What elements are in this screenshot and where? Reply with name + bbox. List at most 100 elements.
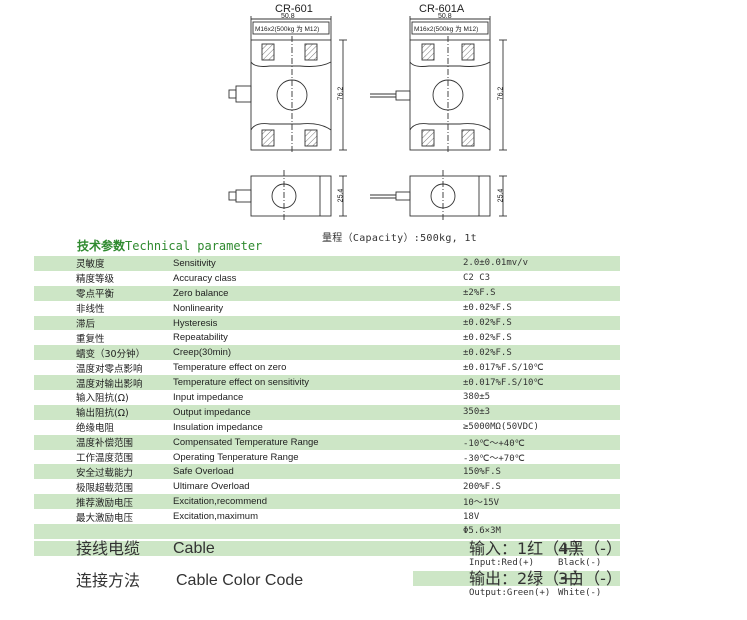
spec-value: 18V <box>463 511 480 522</box>
spec-value: ±0.02%F.S <box>455 315 620 331</box>
cr601-side-view <box>228 170 347 222</box>
spec-value: 380±5 <box>463 392 491 403</box>
spec-label-zh: 输出阻抗(Ω) <box>34 404 172 420</box>
spec-label-en: Creep(30min) <box>172 345 455 361</box>
cable-label-en: Cable <box>173 540 215 557</box>
spec-row: 工作温度范围 Operating Tenperature Range -30℃～+7… <box>34 450 620 465</box>
spec-label-en: Safe Overload <box>172 464 455 480</box>
spec-label-zh: 温度对输出影响 <box>34 375 172 391</box>
spec-value: 200%F.S <box>463 481 501 492</box>
spec-value: ±0.017%F.S/10℃ <box>463 362 544 373</box>
spec-value: ±0.02%F.S <box>463 332 512 343</box>
spec-label-zh: 灵敏度 <box>34 256 172 271</box>
depth-dim-left: 25.4 <box>337 188 345 203</box>
cable-input-zh-neg: 4黑（-） <box>558 539 622 558</box>
thread-spec-right: M16x2(500kg 为 M12) <box>414 26 479 33</box>
spec-value: ±0.017%F.S/10℃ <box>455 375 620 391</box>
spec-value: 350±3 <box>455 404 620 420</box>
spec-value: C2 C3 <box>463 273 491 284</box>
width-dim-right: 50.8 <box>438 13 452 20</box>
spec-label-zh: 蠕变（30分钟） <box>34 345 172 361</box>
spec-label-zh: 安全过载能力 <box>34 464 172 480</box>
spec-label-zh: 输入阻抗(Ω) <box>76 393 129 405</box>
spec-label-zh: 极限超载范围 <box>76 482 134 494</box>
spec-label-en: Hysteresis <box>172 315 455 331</box>
spec-label-en: Temperature effect on zero <box>173 362 287 374</box>
spec-label-en: Repeatability <box>173 332 228 344</box>
spec-label-en: Input impedance <box>173 391 244 403</box>
spec-label-zh: 工作温度范围 <box>76 453 134 465</box>
color-code-label-en: Cable Color Code <box>176 572 304 589</box>
spec-value: ±0.02%F.S <box>463 303 512 314</box>
cr601a-front-view <box>370 16 507 154</box>
spec-label-en: Output impedance <box>172 404 455 420</box>
spec-row: 最大激励电压 Excitation,maximum 18V <box>34 509 620 524</box>
spec-label-zh: 滞后 <box>34 315 172 331</box>
spec-row: 精度等级 Accuracy class C2 C3 <box>34 271 620 286</box>
spec-label-en: Zero balance <box>172 285 455 301</box>
spec-value: 150%F.S <box>455 464 620 480</box>
section-title-zh: 技术参数 <box>77 239 126 253</box>
cable-output-bg <box>413 571 620 586</box>
model-label-cr601: CR-601 <box>275 3 313 15</box>
cable-output-zh: 输出：2绿（+） <box>469 569 589 588</box>
cable-output-en: Output:Green(+) <box>469 588 551 598</box>
spec-label-en: Temperature effect on sensitivity <box>172 375 455 391</box>
spec-label-zh: 最大激励电压 <box>76 512 134 524</box>
spec-value: -10℃～+40℃ <box>455 434 620 450</box>
spec-label-en: Sensitivity <box>172 256 455 271</box>
spec-value: Φ5.6×3M <box>455 524 620 539</box>
spec-row: 温度对零点影响 Temperature effect on zero ±0.017%… <box>34 360 620 375</box>
cr601a-side-view <box>370 170 507 222</box>
spec-row: 输入阻抗(Ω) Input impedance 380±5 <box>34 390 620 405</box>
spec-row: 极限超载范围 Ultimare Overload 200%F.S <box>34 479 620 494</box>
spec-label-zh: 非线性 <box>76 304 105 316</box>
spec-label-zh: 温度对零点影响 <box>76 363 143 375</box>
spec-value: ±0.02%F.S <box>455 345 620 361</box>
spec-label-en: Accuracy class <box>173 272 237 284</box>
spec-label-en: Insulation impedance <box>173 421 263 433</box>
width-dim-left: 50.8 <box>281 13 295 20</box>
spec-label-zh: 零点平衡 <box>34 285 172 301</box>
thread-spec-left: M16x2(500kg 为 M12) <box>255 26 320 33</box>
spec-label-zh: 温度补偿范围 <box>34 434 172 450</box>
spec-value: ≥5000MΩ(50VDC) <box>463 422 539 433</box>
cable-input-en-neg: Black(-) <box>558 558 602 568</box>
spec-label-en: Excitation,recommend <box>172 494 455 510</box>
spec-row: Φ5.6×3M <box>34 524 620 539</box>
spec-label-en: Compensated Temperature Range <box>172 434 455 450</box>
cable-input-zh: 输入：1红（+） <box>469 539 589 558</box>
spec-label-en <box>172 524 455 539</box>
drawing-svg <box>228 16 507 222</box>
technical-drawings: CR-601 CR-601A <box>0 0 747 245</box>
cable-row-bg <box>34 541 620 556</box>
color-code-label-zh: 连接方法 <box>76 571 141 590</box>
section-title-en: Technical parameter <box>125 239 263 253</box>
spec-label-zh: 精度等级 <box>76 274 115 286</box>
spec-label-zh: 重复性 <box>76 333 105 345</box>
section-title: 技术参数Technical parameter <box>77 237 262 254</box>
spec-label-zh <box>34 524 172 539</box>
depth-dim-right: 25.4 <box>497 188 505 203</box>
cable-label-zh: 接线电缆 <box>76 539 141 558</box>
height-dim-left: 76.2 <box>337 86 345 101</box>
spec-label-en: Excitation,maximum <box>173 511 258 523</box>
capacity-caption: 量程（Capacity）:500kg, 1t <box>322 233 477 244</box>
spec-label-en: Ultimare Overload <box>173 481 250 493</box>
spec-value: -30℃～+70℃ <box>463 453 525 464</box>
spec-value: 10～15V <box>455 494 620 510</box>
spec-label-zh: 推荐激励电压 <box>34 494 172 510</box>
height-dim-right: 76.2 <box>497 86 505 101</box>
cable-output-en-neg: White(-) <box>558 588 602 598</box>
spec-row: 蠕变（30分钟）Creep(30min)±0.02%F.S <box>34 345 620 361</box>
spec-value: ±2%F.S <box>455 285 620 301</box>
spec-label-en: Operating Tenperature Range <box>173 451 299 463</box>
